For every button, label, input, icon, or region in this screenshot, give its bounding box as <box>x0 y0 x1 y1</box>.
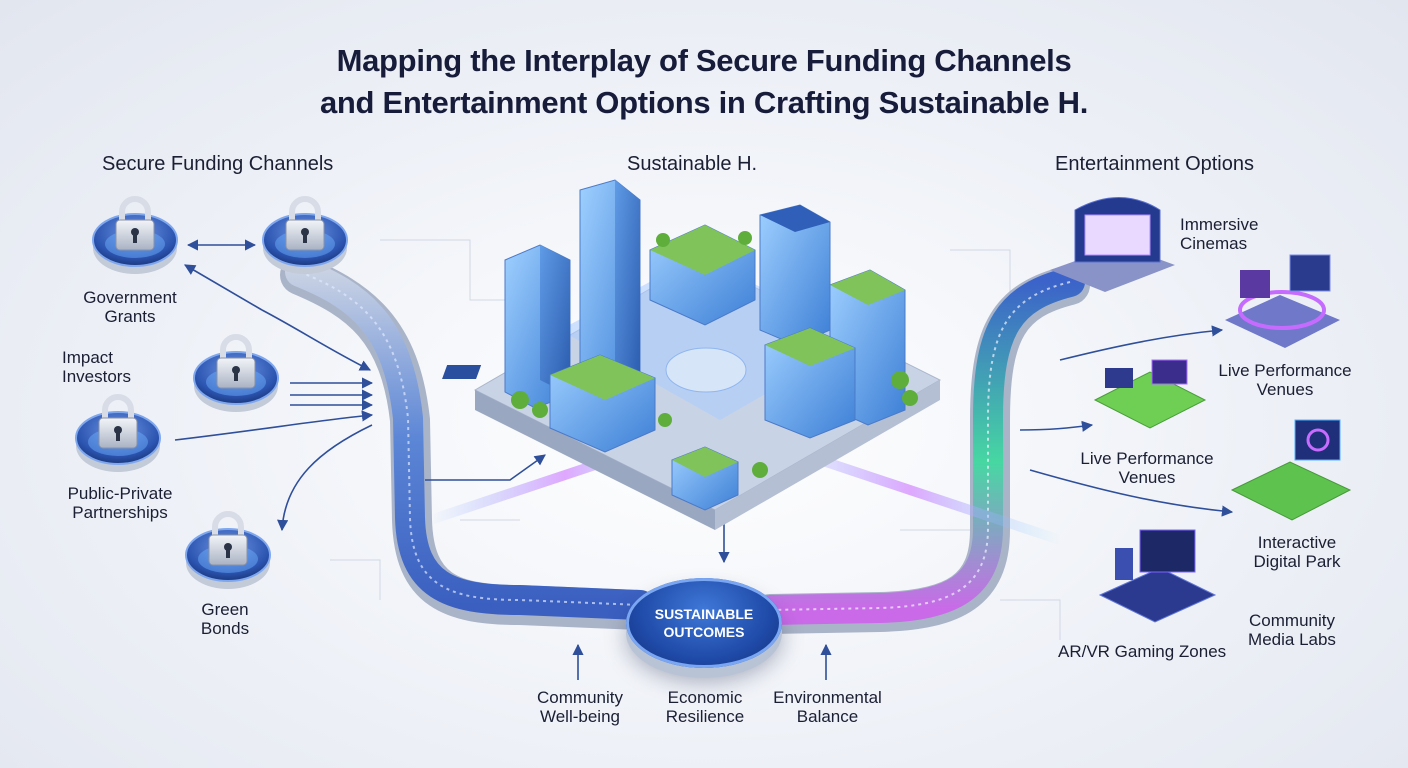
right-entertainment-channel <box>750 265 1090 634</box>
padlock-icon-public-private <box>76 397 160 472</box>
cinema-illustration <box>1050 197 1175 292</box>
padlock-icon-green-bonds <box>186 514 270 589</box>
arvr-laptop-illustration <box>1098 529 1217 623</box>
padlock-icon-impact <box>194 337 278 412</box>
hub-line-1: SUSTAINABLE <box>654 606 754 622</box>
entertainment-label-arvr-gaming: AR/VR Gaming Zones <box>1058 642 1227 661</box>
column-heading-funding: Secure Funding Channels <box>102 153 334 175</box>
column-heading-entertainment: Entertainment Options <box>1055 153 1254 175</box>
live-venue-illustration-park <box>1093 359 1207 429</box>
left-funding-channel <box>280 255 660 630</box>
live-venue-illustration-top <box>1225 254 1340 348</box>
hub-line-2: OUTCOMES <box>663 624 745 640</box>
isometric-city-illustration <box>442 179 942 530</box>
column-heading-center: Sustainable H. <box>627 153 758 175</box>
title-line-2: and Entertainment Options in Crafting Su… <box>319 85 1089 120</box>
outcome-hub: SUSTAINABLE OUTCOMES <box>626 578 782 668</box>
padlock-icon-government <box>93 199 177 274</box>
title-line-1: Mapping the Interplay of Secure Funding … <box>336 43 1072 78</box>
padlock-icon-top <box>263 199 347 274</box>
diagram-title: Mapping the Interplay of Secure Funding … <box>0 40 1408 124</box>
digital-park-illustration <box>1230 419 1352 521</box>
